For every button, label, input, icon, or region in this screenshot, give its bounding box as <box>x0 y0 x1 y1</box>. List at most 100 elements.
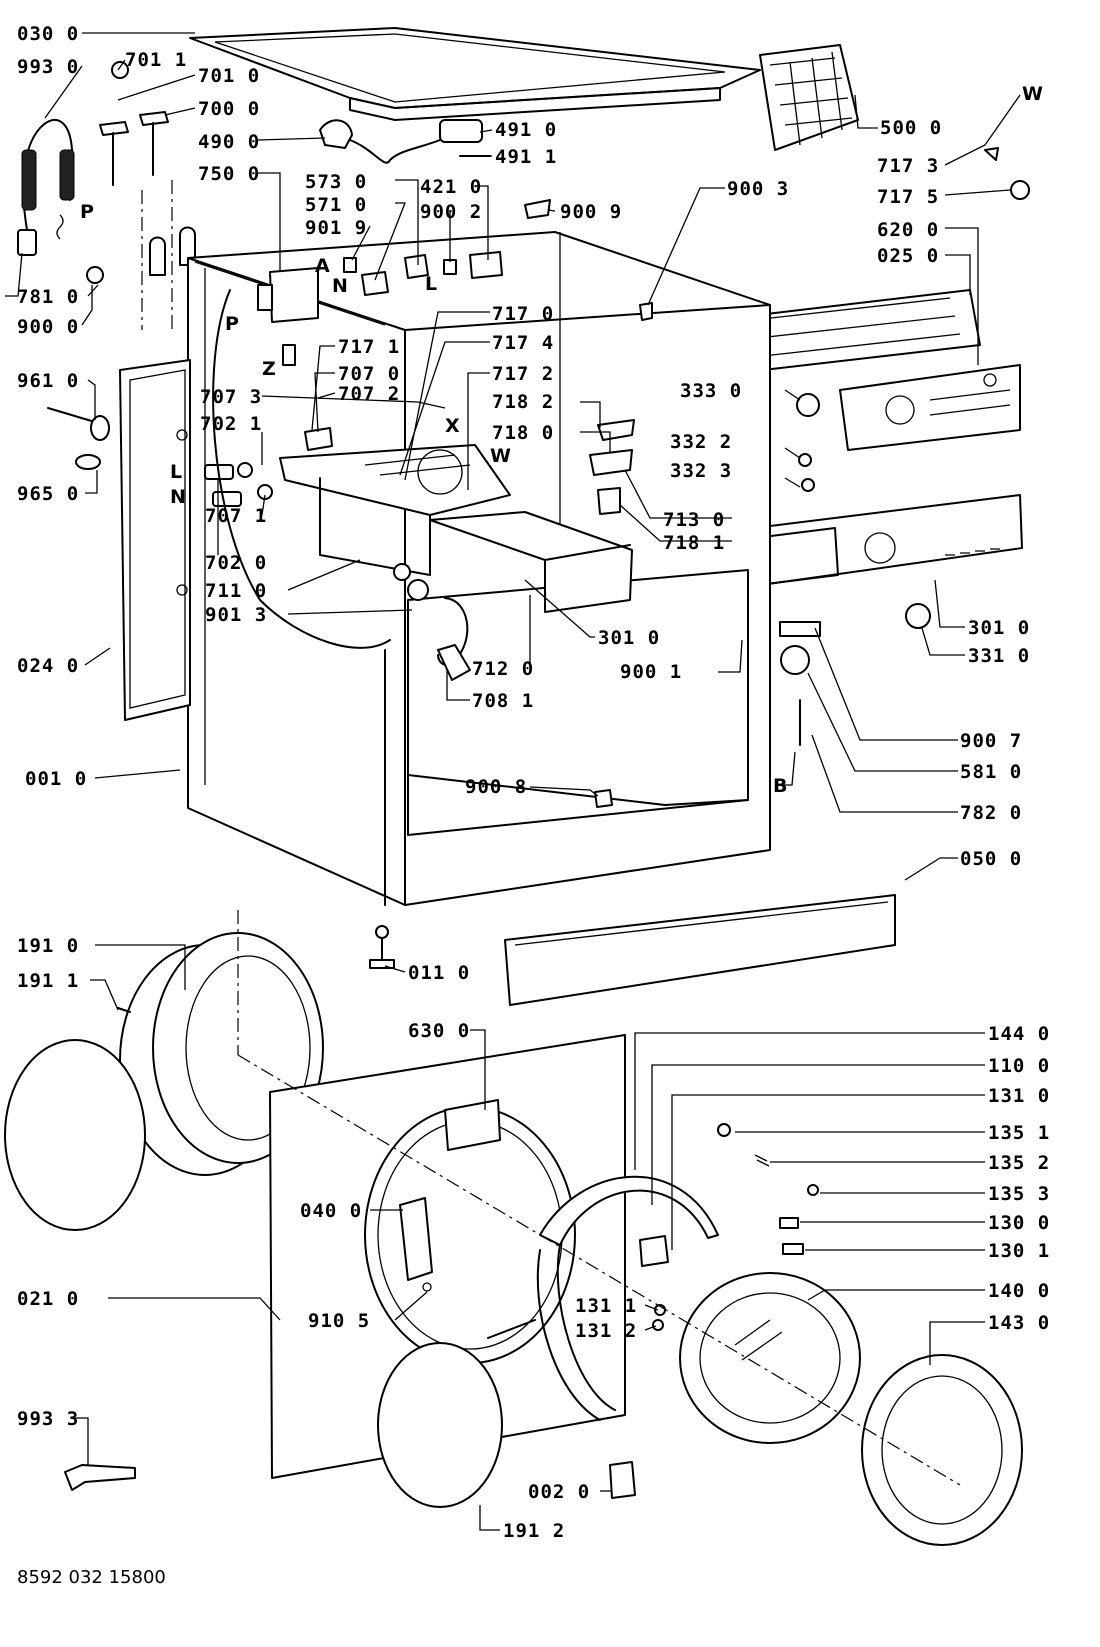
marker-b: B <box>773 775 787 797</box>
callout-713-0: 713 0 <box>663 509 725 531</box>
callout-024-0: 024 0 <box>17 655 79 677</box>
marker-l-top: L <box>425 273 437 295</box>
callout-143-0: 143 0 <box>988 1312 1050 1334</box>
callout-900-2: 900 2 <box>420 201 482 223</box>
callout-131-1: 131 1 <box>575 1295 637 1317</box>
callout-301-0-fascia: 301 0 <box>968 617 1030 639</box>
marker-n-top: N <box>332 275 348 297</box>
callout-900-8: 900 8 <box>465 776 527 798</box>
callout-717-2: 717 2 <box>492 363 554 385</box>
callout-191-1: 191 1 <box>17 970 79 992</box>
service-panel-and-feet <box>369 894 896 1006</box>
control-panel-boards <box>714 289 1021 492</box>
callout-130-1: 130 1 <box>988 1240 1050 1262</box>
callout-750-0: 750 0 <box>198 163 260 185</box>
callout-002-0: 002 0 <box>528 1481 590 1503</box>
callout-702-1: 702 1 <box>200 413 262 435</box>
callout-040-0: 040 0 <box>300 1200 362 1222</box>
control-module <box>759 44 859 151</box>
marker-x: X <box>445 415 460 437</box>
connection-markers: W P A N L P Z X W L N B <box>80 83 1043 797</box>
callout-965-0: 965 0 <box>17 483 79 505</box>
leader-lines <box>5 32 1021 1531</box>
marker-p-hose: P <box>80 201 94 223</box>
callout-900-9: 900 9 <box>560 201 622 223</box>
callout-620-0: 620 0 <box>877 219 939 241</box>
callout-900-3: 900 3 <box>727 178 789 200</box>
callout-717-1: 717 1 <box>338 336 400 358</box>
callout-333-0: 333 0 <box>680 380 742 402</box>
callout-110-0: 110 0 <box>988 1055 1050 1077</box>
callout-331-0: 331 0 <box>968 645 1030 667</box>
callout-491-0: 491 0 <box>495 119 557 141</box>
callout-630-0: 630 0 <box>408 1020 470 1042</box>
callout-993-3: 993 3 <box>17 1408 79 1430</box>
inlet-hose <box>17 118 75 256</box>
callout-718-2: 718 2 <box>492 391 554 413</box>
callout-191-0: 191 0 <box>17 935 79 957</box>
callout-717-3: 717 3 <box>877 155 939 177</box>
callout-712-0: 712 0 <box>472 658 534 680</box>
callout-573-0: 573 0 <box>305 171 367 193</box>
callout-717-4: 717 4 <box>492 332 554 354</box>
callout-571-0: 571 0 <box>305 194 367 216</box>
callout-718-0: 718 0 <box>492 422 554 444</box>
inlet-valves <box>86 61 196 330</box>
callout-781-0: 781 0 <box>17 286 79 308</box>
callout-718-1: 718 1 <box>663 532 725 554</box>
callout-711-0: 711 0 <box>205 580 267 602</box>
callout-332-3: 332 3 <box>670 460 732 482</box>
callout-782-0: 782 0 <box>960 802 1022 824</box>
callout-900-0: 900 0 <box>17 316 79 338</box>
callout-131-0: 131 0 <box>988 1085 1050 1107</box>
callout-030-0: 030 0 <box>17 23 79 45</box>
callout-421-0: 421 0 <box>420 176 482 198</box>
callout-961-0: 961 0 <box>17 370 79 392</box>
callout-135-1: 135 1 <box>988 1122 1050 1144</box>
callout-707-2: 707 2 <box>338 383 400 405</box>
door-assembly <box>377 1123 1023 1546</box>
callout-707-0: 707 0 <box>338 363 400 385</box>
callout-708-1: 708 1 <box>472 690 534 712</box>
callout-011-0: 011 0 <box>408 962 470 984</box>
callout-050-0: 050 0 <box>960 848 1022 870</box>
marker-n-side: N <box>170 486 186 508</box>
door-seal-and-drain <box>437 644 613 808</box>
callout-001-0: 001 0 <box>25 768 87 790</box>
callout-025-0: 025 0 <box>877 245 939 267</box>
callout-135-2: 135 2 <box>988 1152 1050 1174</box>
callout-701-1: 701 1 <box>125 49 187 71</box>
callout-021-0: 021 0 <box>17 1288 79 1310</box>
callout-707-3: 707 3 <box>200 386 262 408</box>
drawing-number: 8592 032 15800 <box>17 1567 166 1588</box>
marker-w-drawer: W <box>490 445 511 467</box>
marker-z: Z <box>262 358 276 380</box>
callout-140-0: 140 0 <box>988 1280 1050 1302</box>
callout-332-2: 332 2 <box>670 431 732 453</box>
callout-910-5: 910 5 <box>308 1310 370 1332</box>
callout-191-2: 191 2 <box>503 1520 565 1542</box>
marker-l-side: L <box>170 461 182 483</box>
callout-901-9: 901 9 <box>305 217 367 239</box>
marker-w-top: W <box>1022 83 1043 105</box>
callout-717-5: 717 5 <box>877 186 939 208</box>
callout-701-0: 701 0 <box>198 65 260 87</box>
callout-900-1: 900 1 <box>620 661 682 683</box>
callout-144-0: 144 0 <box>988 1023 1050 1045</box>
callout-581-0: 581 0 <box>960 761 1022 783</box>
cabinet <box>119 231 771 906</box>
callout-500-0: 500 0 <box>880 117 942 139</box>
callout-900-7: 900 7 <box>960 730 1022 752</box>
callout-901-3: 901 3 <box>205 604 267 626</box>
callout-993-0: 993 0 <box>17 56 79 78</box>
callout-130-0: 130 0 <box>988 1212 1050 1234</box>
callout-490-0: 490 0 <box>198 131 260 153</box>
part-callouts: 030 0 993 0 701 1 701 0 700 0 490 0 491 … <box>17 23 1050 1542</box>
top-cover <box>189 27 761 121</box>
callout-707-1: 707 1 <box>205 505 267 527</box>
callout-717-0: 717 0 <box>492 303 554 325</box>
callout-700-0: 700 0 <box>198 98 260 120</box>
callout-301-0-drawer: 301 0 <box>598 627 660 649</box>
dispenser-drawer <box>279 419 635 666</box>
